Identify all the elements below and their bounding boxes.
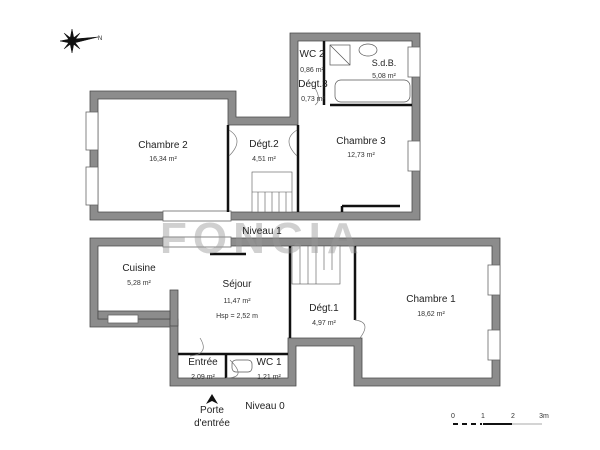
room-area-chambre-3: 12,73 m² xyxy=(347,152,375,159)
room-name-chambre-3: Chambre 3 xyxy=(336,136,386,147)
watermark: FONCIA xyxy=(160,214,365,263)
room-area-chambre-2: 16,34 m² xyxy=(149,156,177,163)
level-label-niveau-1: Niveau 1 xyxy=(242,226,282,237)
scale-tick-2: 2 xyxy=(511,413,515,420)
entrance-arrow-icon xyxy=(206,394,218,404)
room-area-entree: 2,09 m² xyxy=(191,374,215,381)
scale-tick-1: 1 xyxy=(481,413,485,420)
room-name-wc-2: WC 2 xyxy=(299,49,325,60)
room-area-wc-1: 1,21 m² xyxy=(257,374,281,381)
room-name-degt-2: Dégt.2 xyxy=(249,139,279,150)
room-name-degt-1: Dégt.1 xyxy=(309,303,339,314)
compass-rose-icon xyxy=(59,28,99,54)
room-name-degt-3: Dégt.3 xyxy=(298,79,328,90)
room-area-sejour: 11,47 m² xyxy=(223,298,251,305)
room-name-sejour: Séjour xyxy=(222,279,252,290)
room-area-wc-2: 0,86 m² xyxy=(300,67,324,74)
scale-tick-3m: 3m xyxy=(539,413,549,420)
room-name-chambre-1: Chambre 1 xyxy=(406,294,456,305)
room-area-degt-3: 0,73 m² xyxy=(301,96,325,103)
entrance-label-line1: Porte xyxy=(200,405,224,416)
compass-north-label: N xyxy=(97,36,103,42)
room-area-cuisine: 5,28 m² xyxy=(127,280,151,287)
room-name-cuisine: Cuisine xyxy=(122,263,156,274)
scale-tick-0: 0 xyxy=(451,413,455,420)
room-area-sdb: 5,08 m² xyxy=(372,73,396,80)
room-name-entree: Entrée xyxy=(188,357,218,368)
room-area-degt-2: 4,51 m² xyxy=(252,156,276,163)
room-area-degt-1: 4,97 m² xyxy=(312,320,336,327)
room-area-chambre-1: 18,62 m² xyxy=(417,311,445,318)
entrance-label-line2: d'entrée xyxy=(194,418,230,429)
room-note-sejour-ceiling-height: Hsp = 2,52 m xyxy=(216,313,258,320)
room-name-chambre-2: Chambre 2 xyxy=(138,140,188,151)
room-name-wc-1: WC 1 xyxy=(256,357,282,368)
room-name-sdb: S.d.B. xyxy=(371,58,397,68)
level-label-niveau-0: Niveau 0 xyxy=(245,401,285,412)
